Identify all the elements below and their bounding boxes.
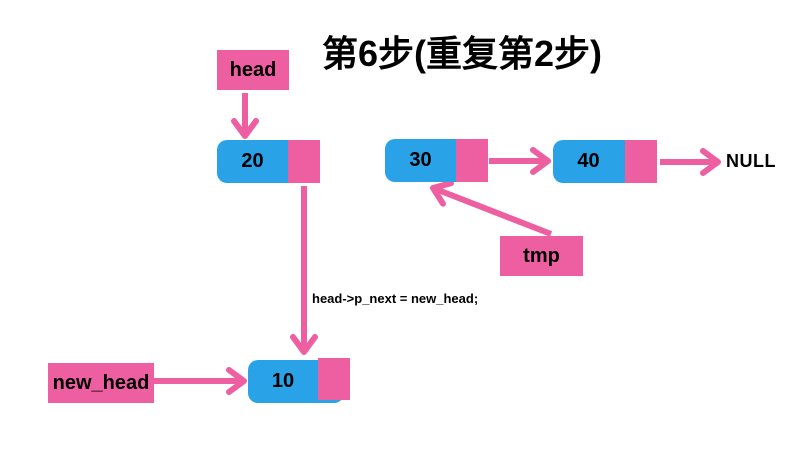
tmp-pointer-label: tmp bbox=[523, 244, 560, 267]
new-head-pointer-label: new_head bbox=[52, 371, 150, 394]
list-node-10: 10 bbox=[248, 358, 350, 403]
list-node-30: 30 bbox=[385, 139, 488, 182]
tmp-pointer-box: tmp bbox=[500, 236, 583, 276]
node-next-pointer-cell bbox=[318, 358, 350, 400]
list-node-40: 40 bbox=[553, 140, 657, 183]
node-value: 10 bbox=[271, 370, 295, 392]
node-next-pointer-cell bbox=[456, 139, 488, 182]
new-head-pointer-box: new_head bbox=[48, 363, 154, 403]
node-value: 30 bbox=[409, 149, 432, 171]
head-pointer-label: head bbox=[229, 58, 277, 81]
arrow-tmp-to-node30 bbox=[430, 180, 553, 237]
node-value: 20 bbox=[241, 150, 264, 172]
list-node-20: 20 bbox=[217, 140, 320, 183]
head-pointer-box: head bbox=[217, 50, 289, 90]
null-terminator-label: NULL bbox=[726, 151, 776, 171]
node-value: 40 bbox=[577, 150, 600, 172]
node-next-pointer-cell bbox=[625, 140, 657, 183]
diagram-title: 第6步(重复第2步) bbox=[322, 33, 603, 74]
node-next-pointer-cell bbox=[288, 140, 320, 183]
code-annotation: head->p_next = new_head; bbox=[312, 291, 479, 306]
